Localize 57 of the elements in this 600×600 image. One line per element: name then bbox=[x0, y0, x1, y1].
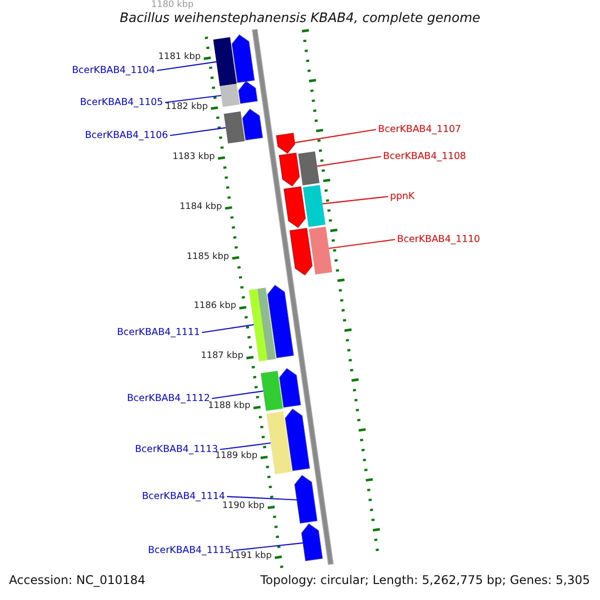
diagram-title: Bacillus weihenstephanensis KBAB4, complete genome bbox=[118, 12, 482, 27]
gene-label: BcerKBAB4_1106 bbox=[84, 130, 168, 142]
leader-line bbox=[294, 128, 376, 144]
gene-glyph bbox=[301, 524, 323, 562]
gene-bar bbox=[213, 37, 237, 86]
scale-label: 1188 kbp bbox=[208, 401, 250, 412]
gene-bar bbox=[220, 84, 240, 107]
genome-info-text: Topology: circular; Length: 5,262,775 bp; Genes: 5,305 bbox=[260, 574, 590, 588]
leader-line bbox=[220, 442, 271, 450]
gene-glyph bbox=[276, 132, 296, 154]
gene-glyph bbox=[242, 108, 263, 140]
gene-bar bbox=[308, 226, 332, 275]
leader-line bbox=[322, 196, 388, 204]
gene-bar bbox=[248, 288, 276, 362]
gene-glyph bbox=[284, 408, 310, 472]
leader-line bbox=[317, 156, 382, 167]
gene-glyph bbox=[290, 228, 312, 276]
leader-line bbox=[156, 61, 216, 72]
gene-label: BcerKBAB4_1111 bbox=[116, 327, 200, 338]
scale-label: 1190 kbp bbox=[222, 501, 265, 512]
gene-glyph bbox=[284, 186, 306, 228]
gene-label: BcerKBAB4_1110 bbox=[397, 234, 480, 246]
leader-line bbox=[226, 496, 297, 500]
scale-label: 1184 kbp bbox=[180, 202, 222, 212]
gene-bar bbox=[298, 151, 320, 186]
gene-bar bbox=[260, 370, 283, 411]
gene-glyph bbox=[238, 80, 258, 104]
scale-label: 1183 kbp bbox=[172, 152, 215, 162]
leader-line bbox=[202, 324, 254, 334]
gene-label: BcerKBAB4_1104 bbox=[72, 65, 155, 76]
leader-line bbox=[232, 542, 304, 552]
gene-label: BcerKBAB4_1107 bbox=[378, 124, 462, 136]
scale-label: 1191 kbp bbox=[229, 550, 272, 562]
scale-label: 1180 kbp bbox=[151, 0, 194, 10]
scale-label: 1186 kbp bbox=[194, 301, 236, 312]
gene-bar bbox=[224, 111, 245, 144]
gene-label: BcerKBAB4_1112 bbox=[126, 393, 210, 404]
scale-label: 1182 kbp bbox=[165, 102, 208, 112]
gene-glyph bbox=[278, 152, 300, 186]
scale-label: 1187 kbp bbox=[200, 351, 244, 362]
accession-text: Accession: NC_010184 bbox=[9, 574, 146, 588]
leader-line bbox=[328, 238, 396, 249]
gene-bar bbox=[302, 185, 326, 227]
gene-label: BcerKBAB4_1115 bbox=[148, 545, 231, 556]
gene-glyph bbox=[279, 368, 301, 408]
gene-label: BcerKBAB4_1114 bbox=[142, 491, 225, 502]
gene-bar bbox=[266, 411, 292, 474]
scale-label: 1189 kbp bbox=[215, 451, 258, 462]
gene-glyph bbox=[267, 284, 294, 358]
scale-label: 1185 kbp bbox=[186, 252, 230, 262]
gene-label: ppnK bbox=[390, 191, 415, 202]
scale-label: 1181 kbp bbox=[158, 52, 201, 62]
leader-line bbox=[170, 127, 226, 136]
gene-label: BcerKBAB4_1113 bbox=[134, 444, 218, 456]
gene-label: BcerKBAB4_1108 bbox=[383, 151, 466, 162]
gene-label: BcerKBAB4_1105 bbox=[80, 97, 163, 108]
gene-glyph bbox=[294, 475, 318, 524]
